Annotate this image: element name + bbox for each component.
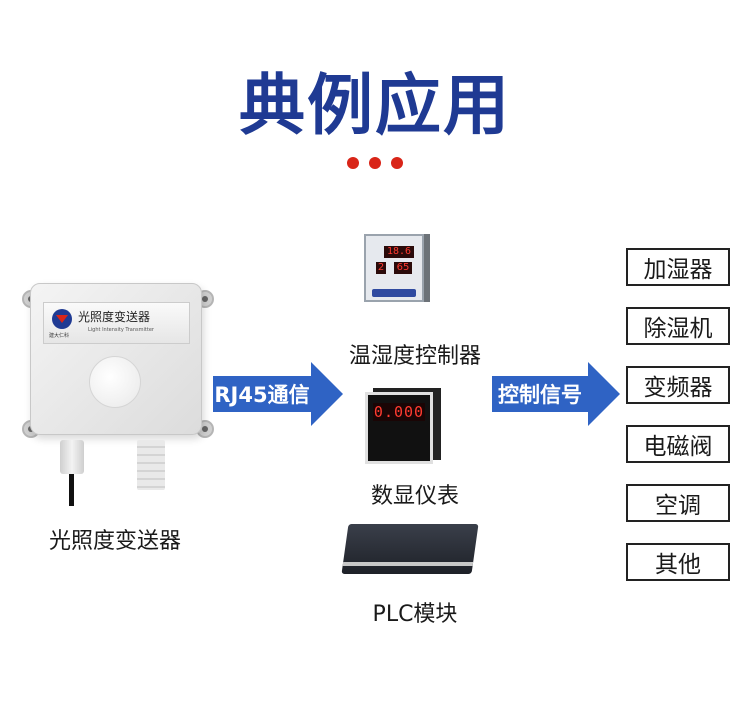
decorative-dots bbox=[0, 157, 750, 169]
digital-meter-image: 0.000 bbox=[365, 392, 433, 464]
dot-icon bbox=[369, 157, 381, 169]
controller-display-top: 18.6 bbox=[384, 246, 414, 258]
plate-brand: 建大仁科 bbox=[49, 333, 70, 339]
output-other: 其他 bbox=[626, 543, 730, 581]
plc-label: PLC模块 bbox=[372, 602, 458, 627]
meter-display: 0.000 bbox=[373, 403, 425, 421]
dot-icon bbox=[347, 157, 359, 169]
output-air-conditioner: 空调 bbox=[626, 484, 730, 522]
light-sensor-lens bbox=[89, 356, 141, 408]
sensor-housing: 建大仁科 光照度变送器 Light Intensity Transmitter bbox=[30, 283, 202, 435]
dot-icon bbox=[391, 157, 403, 169]
temp-humidity-controller-image: 18.6 2 65 bbox=[364, 234, 424, 302]
plc-module-image bbox=[341, 524, 479, 574]
brand-logo-icon bbox=[52, 309, 72, 329]
rj45-arrow: RJ45通信 bbox=[213, 362, 343, 426]
control-signal-arrow: 控制信号 bbox=[492, 362, 622, 426]
plate-title: 光照度变送器 bbox=[78, 310, 151, 324]
arrow-head-icon bbox=[588, 362, 620, 426]
source-device-label: 光照度变送器 bbox=[48, 529, 181, 554]
output-dehumidifier: 除湿机 bbox=[626, 307, 730, 345]
arrow-head-icon bbox=[311, 362, 343, 426]
plate-subtitle: Light Intensity Transmitter bbox=[88, 327, 154, 333]
sensor-probe bbox=[137, 440, 165, 490]
cable-gland bbox=[60, 440, 84, 474]
cable bbox=[69, 474, 74, 506]
page-title: 典例应用 bbox=[239, 67, 511, 144]
output-humidifier: 加湿器 bbox=[626, 248, 730, 286]
controller-label: 温湿度控制器 bbox=[348, 344, 481, 369]
arrow-label: RJ45通信 bbox=[213, 376, 311, 412]
controller-display-left: 2 bbox=[376, 262, 386, 274]
meter-label: 数显仪表 bbox=[370, 484, 459, 509]
controller-buttons bbox=[372, 289, 416, 297]
output-solenoid-valve: 电磁阀 bbox=[626, 425, 730, 463]
sensor-nameplate: 建大仁科 光照度变送器 Light Intensity Transmitter bbox=[43, 302, 190, 344]
output-inverter: 变频器 bbox=[626, 366, 730, 404]
arrow-label: 控制信号 bbox=[492, 376, 588, 412]
controller-display-right: 65 bbox=[394, 262, 412, 274]
